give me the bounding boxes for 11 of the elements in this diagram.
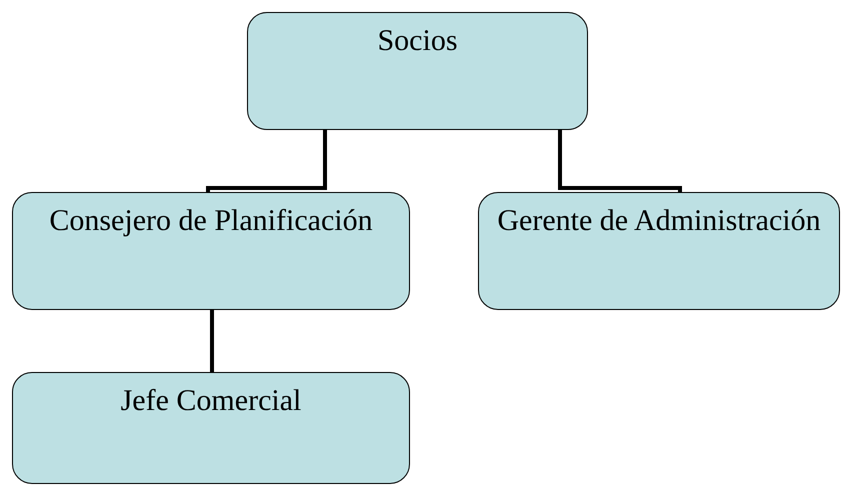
org-box <box>12 192 410 310</box>
org-box <box>247 12 588 130</box>
box-label: Consejero de Planificación <box>49 203 373 239</box>
connector-line <box>206 130 327 192</box>
connector-line <box>210 310 214 372</box>
org-box <box>478 192 840 310</box>
connector-line <box>558 130 682 192</box>
box-label: Gerente de Administración <box>497 203 821 239</box>
box-label: Jefe Comercial <box>120 383 302 419</box>
org-box <box>12 372 410 484</box>
box-label: Socios <box>377 23 458 59</box>
